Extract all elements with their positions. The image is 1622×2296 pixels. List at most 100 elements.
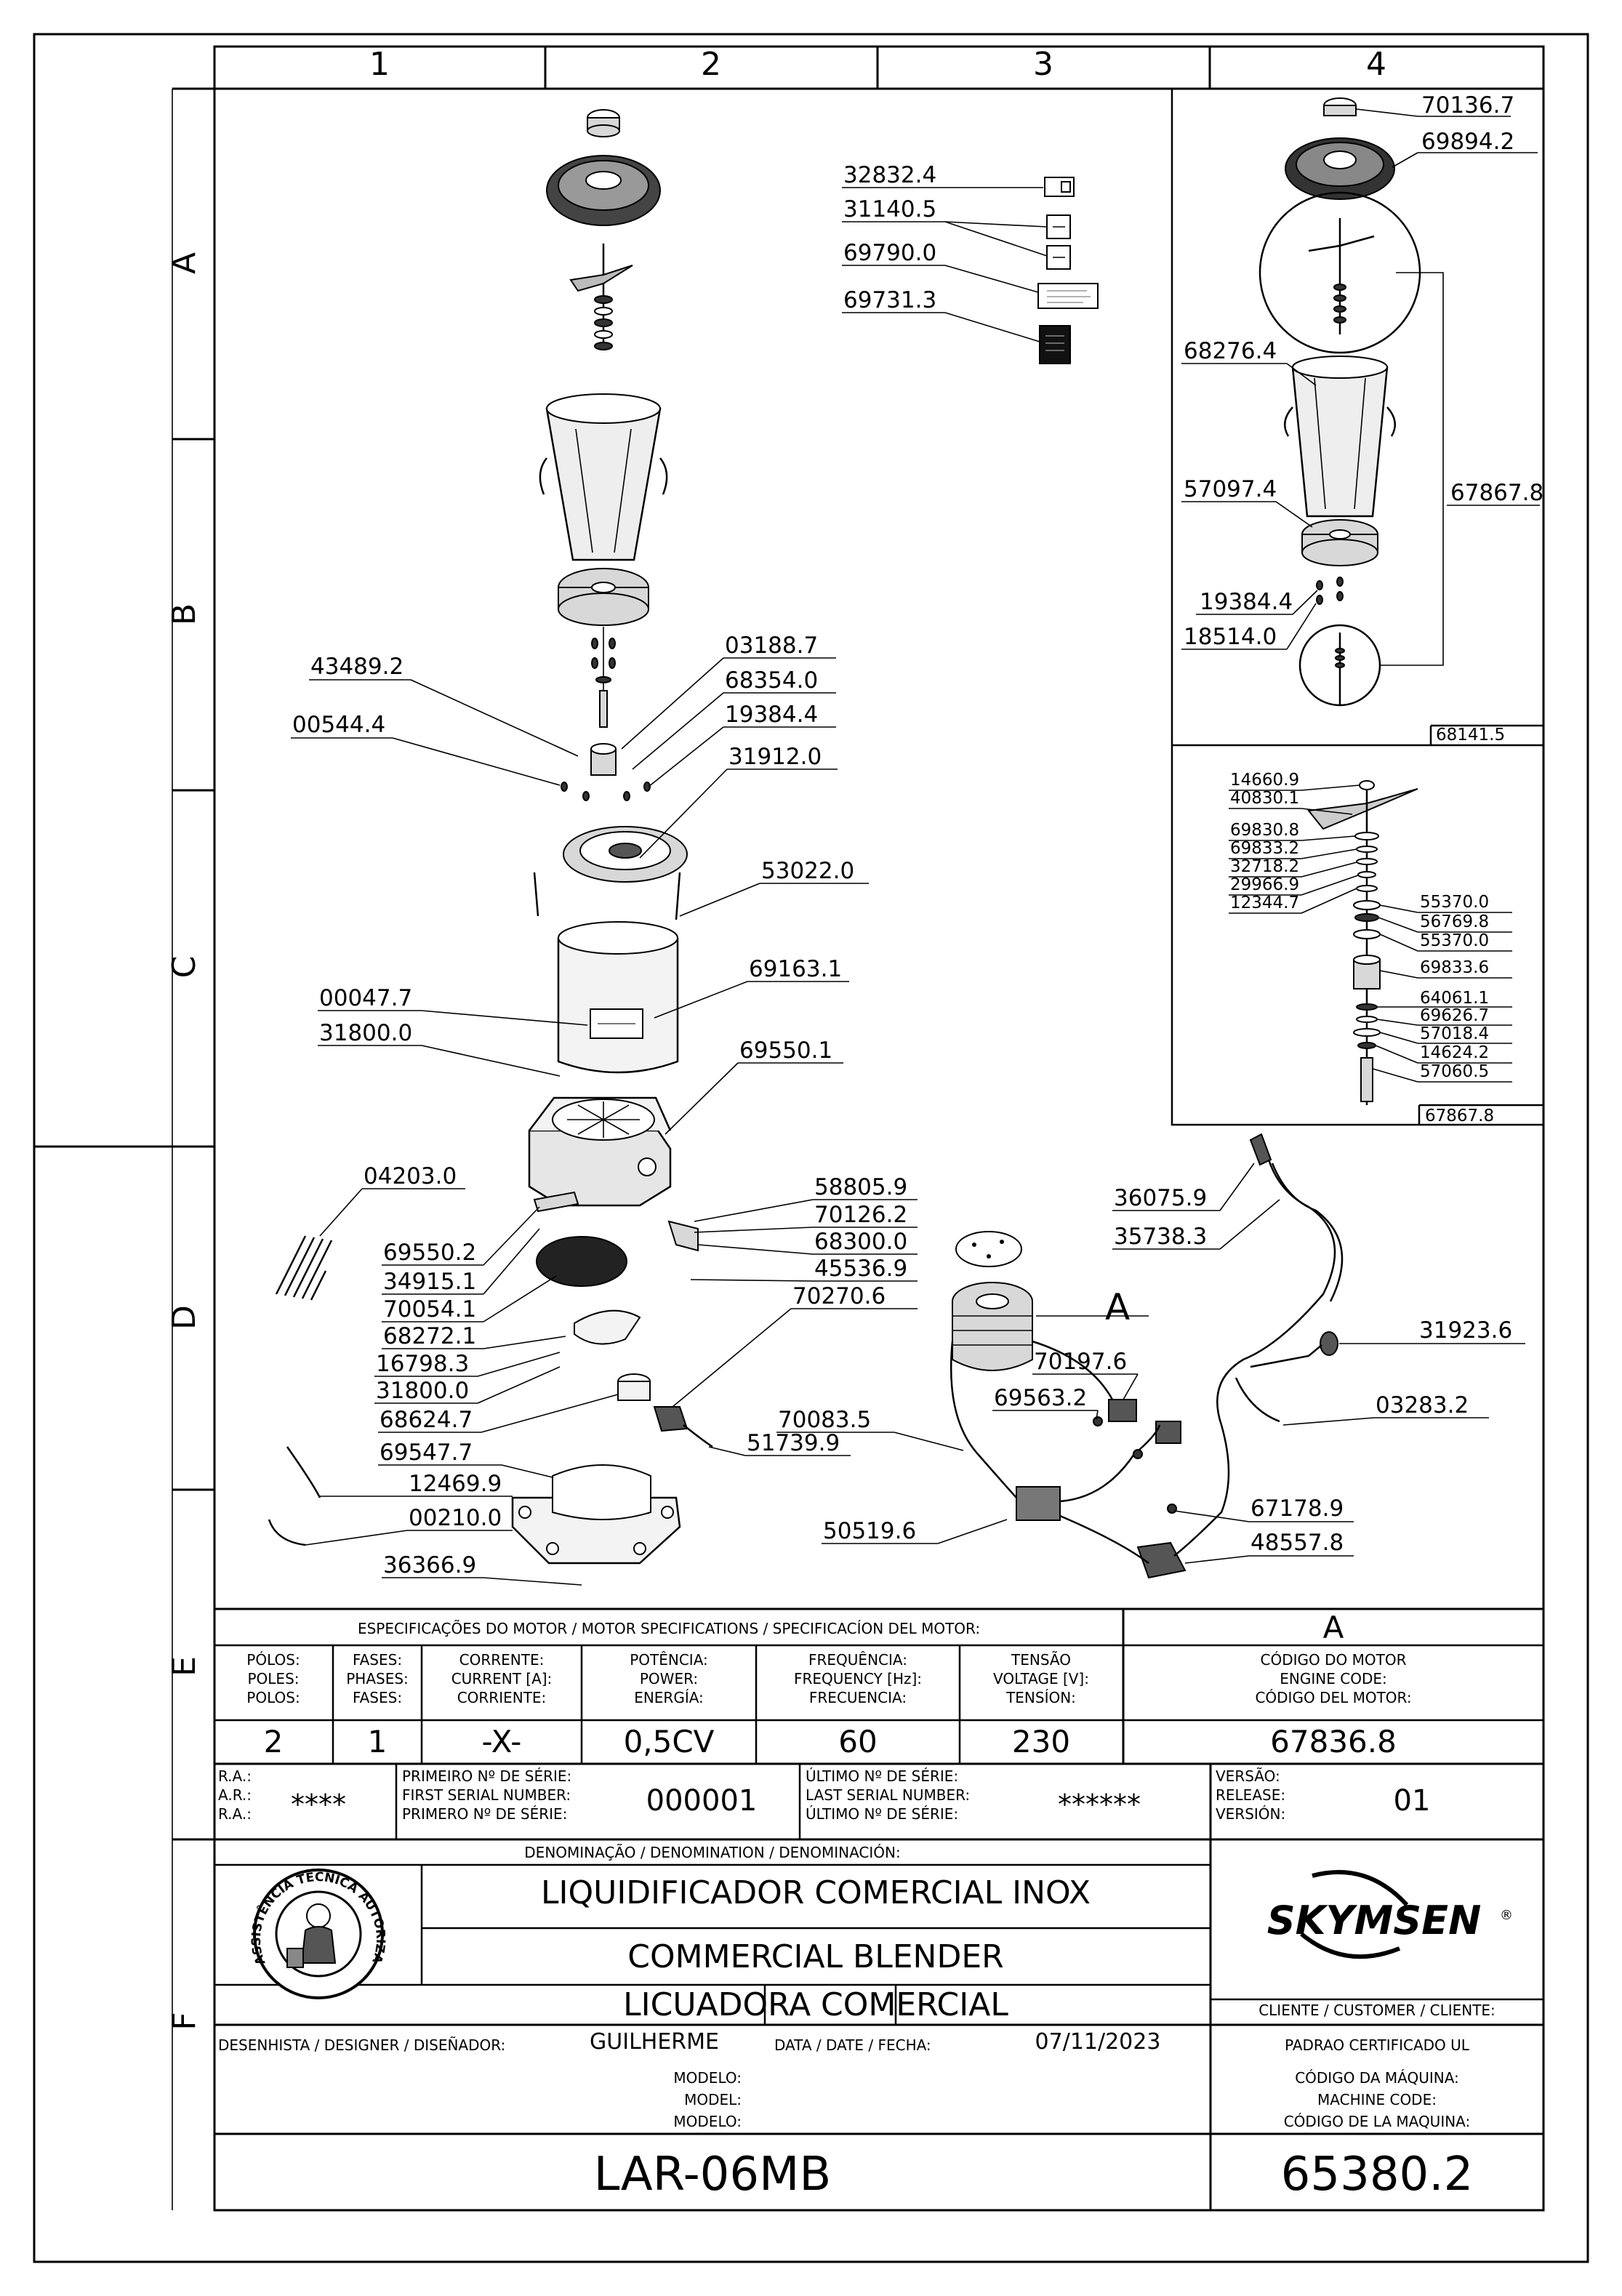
version-label: VERSÃO:	[1216, 1767, 1280, 1785]
spec-header: FREQUÊNCIA:	[808, 1651, 907, 1669]
part-number: 36075.9	[1114, 1185, 1207, 1211]
part-number: 69894.2	[1421, 129, 1514, 155]
column-label: 2	[701, 46, 721, 83]
part-number: 68276.4	[1184, 338, 1277, 364]
part-number: 69790.0	[843, 240, 936, 266]
spec-header: PÓLOS:	[246, 1651, 300, 1669]
ra-value: ****	[291, 1789, 346, 1821]
part-number: 03283.2	[1376, 1392, 1469, 1418]
version-label: VERSIÓN:	[1216, 1805, 1285, 1823]
main-assembly	[268, 109, 713, 1565]
part-number: 36366.9	[383, 1552, 476, 1578]
ra-label: A.R.:	[218, 1786, 252, 1804]
spec-header: TENSÃO	[1011, 1651, 1071, 1669]
part-number: 29966.9	[1230, 875, 1299, 894]
svg-text:SKYMSEN: SKYMSEN	[1267, 1898, 1482, 1943]
ra-label: R.A.:	[218, 1767, 252, 1785]
column-label: 3	[1033, 46, 1053, 83]
part-number: 12344.7	[1230, 894, 1299, 912]
part-number: 03188.7	[725, 633, 818, 659]
part-number: 57097.4	[1184, 476, 1277, 502]
part-number: 12469.9	[409, 1471, 502, 1497]
detail-callout: A	[1105, 1286, 1130, 1328]
spec-header: FRECUENCIA:	[809, 1689, 907, 1706]
part-number: 70136.7	[1421, 92, 1514, 119]
spec-value-frequency: 60	[838, 1724, 877, 1759]
part-number: 69563.2	[994, 1385, 1087, 1411]
part-number: 00047.7	[319, 985, 412, 1011]
part-number: 70126.2	[814, 1202, 907, 1228]
main-left-labels: 43489.2 00544.4 00047.7 31800.0 04203.0 …	[291, 654, 619, 1586]
spec-header: POLOS:	[246, 1689, 300, 1706]
part-number: 69833.6	[1420, 958, 1489, 977]
spec-header: FASES:	[353, 1651, 402, 1669]
part-number: 32832.4	[843, 162, 936, 188]
row-label: E	[166, 1656, 203, 1677]
spec-header: VOLTAGE [V]:	[993, 1670, 1089, 1687]
label-stickers: 32832.4 31140.5 69790.0 69731.3	[842, 162, 1099, 364]
part-number: 64061.1	[1420, 989, 1489, 1008]
inner-frame	[213, 45, 1545, 2212]
part-number: 43489.2	[310, 654, 404, 680]
product-name-en: COMMERCIAL BLENDER	[627, 1938, 1003, 1975]
part-number: 57018.4	[1420, 1024, 1489, 1043]
part-number: 68272.1	[383, 1323, 476, 1349]
part-number: 70083.5	[778, 1407, 871, 1433]
part-number: 69731.3	[843, 287, 936, 313]
row-label: A	[166, 252, 203, 274]
ra-label: R.A.:	[218, 1805, 252, 1823]
part-number: 69163.1	[749, 956, 842, 982]
part-number: 53022.0	[761, 858, 854, 884]
denomination-heading: DENOMINAÇÃO / DENOMINATION / DENOMINACIÓ…	[524, 1844, 900, 1861]
part-number: 70054.1	[383, 1296, 476, 1322]
part-number: 70270.6	[792, 1283, 886, 1309]
spec-header: POLES:	[247, 1670, 299, 1687]
machine-code-value: 65380.2	[1281, 2148, 1474, 2201]
group-code: 68141.5	[1436, 726, 1505, 744]
skymsen-logo: SKYMSEN ®	[1267, 1870, 1513, 1959]
motor-code-label: CÓDIGO DEL MOTOR:	[1255, 1689, 1411, 1706]
part-number: 31912.0	[728, 744, 822, 770]
part-number: 67178.9	[1250, 1496, 1344, 1522]
machine-code-label: CÓDIGO DA MÁQUINA:	[1295, 2069, 1459, 2087]
part-number: 32718.2	[1230, 857, 1299, 876]
spec-header: CURRENT [A]:	[451, 1670, 553, 1687]
product-name-es: LICUADORA COMERCIAL	[623, 1986, 1008, 2023]
motor-code-label: CÓDIGO DO MOTOR	[1261, 1651, 1407, 1669]
part-number: 35738.3	[1114, 1224, 1207, 1250]
part-number: 31140.5	[843, 196, 936, 222]
part-number: 58805.9	[814, 1174, 907, 1200]
spec-value-poles: 2	[264, 1724, 284, 1759]
spec-header: FREQUENCY [Hz]:	[794, 1670, 922, 1687]
last-serial-label: ÚLTIMO Nº DE SÉRIE:	[806, 1805, 958, 1823]
spec-header: FASES:	[353, 1689, 402, 1706]
first-serial-label: FIRST SERIAL NUMBER:	[402, 1786, 571, 1804]
part-number: 67867.8	[1450, 480, 1543, 506]
part-number: 70197.6	[1034, 1349, 1127, 1375]
machine-code-label: MACHINE CODE:	[1317, 2091, 1437, 2108]
part-number: 00210.0	[409, 1505, 502, 1531]
model-label: MODELO:	[673, 2113, 742, 2130]
model-label: MODEL:	[684, 2091, 742, 2108]
part-number: 31800.0	[319, 1020, 412, 1046]
last-serial-label: LAST SERIAL NUMBER:	[806, 1786, 970, 1804]
first-serial-value: 000001	[646, 1784, 758, 1818]
spec-header: POTÊNCIA:	[630, 1651, 708, 1669]
part-number: 18514.0	[1184, 624, 1277, 650]
spec-header: CORRIENTE:	[457, 1689, 547, 1706]
part-number: 04203.0	[364, 1163, 457, 1189]
part-number: 69830.8	[1230, 821, 1299, 840]
spec-header: TENSÍON:	[1005, 1689, 1076, 1706]
version-value: 01	[1394, 1784, 1431, 1818]
client-value: PADRAO CERTIFICADO UL	[1285, 2036, 1470, 2054]
part-number: 56769.8	[1420, 912, 1489, 931]
row-label: D	[166, 1305, 203, 1330]
part-number: 69550.2	[383, 1240, 476, 1266]
part-number: 68300.0	[814, 1229, 907, 1255]
row-label: C	[166, 956, 203, 979]
product-name-pt: LIQUIDIFICADOR COMERCIAL INOX	[541, 1874, 1091, 1911]
spec-value-power: 0,5CV	[624, 1724, 715, 1759]
part-number: 40830.1	[1230, 789, 1299, 808]
spec-value-phases: 1	[368, 1724, 388, 1759]
